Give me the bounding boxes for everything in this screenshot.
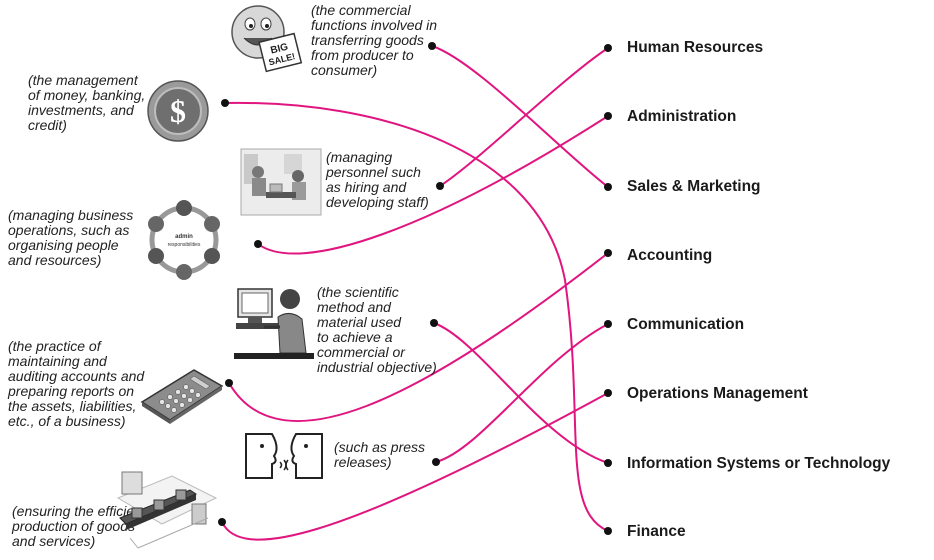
term-finance: Finance	[627, 523, 686, 540]
admin-cycle-icon: admin responsibilities	[134, 192, 234, 288]
dot-term-operations[interactable]	[604, 389, 612, 397]
connector-sales	[431, 45, 609, 188]
desc-it: (the scientific method and material used…	[317, 284, 437, 375]
dot-term-communication[interactable]	[604, 320, 612, 328]
term-human-resources: Human Resources	[627, 39, 764, 56]
calculator-icon	[136, 364, 226, 426]
term-administration: Administration	[627, 108, 737, 125]
term-information-systems: Information Systems or Technology	[627, 455, 891, 472]
dot-operations-desc[interactable]	[218, 518, 226, 526]
dot-sales-desc[interactable]	[428, 42, 436, 50]
svg-text:BIG: BIG	[269, 42, 289, 57]
dot-admin-desc[interactable]	[254, 240, 262, 248]
big-sale-smiley-icon: BIG SALE!	[224, 2, 304, 78]
two-faces-talking-icon	[242, 430, 326, 482]
dollar-coin-icon: $	[147, 80, 209, 142]
svg-text:admin: admin	[175, 234, 193, 240]
desc-finance: (the management of money, banking, inves…	[28, 72, 146, 133]
desc-hr: (managing personnel such as hiring and d…	[326, 149, 429, 210]
dot-term-accounting[interactable]	[604, 249, 612, 257]
computer-user-icon	[234, 283, 314, 363]
connector-communication	[435, 323, 609, 463]
term-operations-management: Operations Management	[627, 385, 808, 402]
dot-communication-desc[interactable]	[432, 458, 440, 466]
production-line-icon	[112, 468, 218, 558]
dot-finance-desc[interactable]	[221, 99, 229, 107]
term-communication: Communication	[627, 316, 745, 333]
connector-it	[433, 322, 609, 464]
dot-term-hr[interactable]	[604, 44, 612, 52]
desc-accounting: (the practice of maintaining and auditin…	[8, 338, 145, 429]
dot-term-sales[interactable]	[604, 183, 612, 191]
dot-accounting-desc[interactable]	[225, 379, 233, 387]
dot-hr-desc[interactable]	[436, 182, 444, 190]
dot-term-finance[interactable]	[604, 527, 612, 535]
dot-term-admin[interactable]	[604, 112, 612, 120]
term-accounting: Accounting	[627, 247, 713, 264]
connector-hr	[439, 47, 609, 187]
desc-communication: (such as press releases)	[334, 439, 426, 470]
desc-sales: (the commercial functions involved in tr…	[311, 2, 438, 78]
dot-term-it[interactable]	[604, 459, 612, 467]
desc-admin: (managing business operations, such as o…	[8, 207, 134, 268]
svg-text:responsibilities: responsibilities	[168, 242, 201, 248]
svg-text:$: $	[170, 93, 186, 129]
office-workers-icon	[240, 148, 322, 216]
dot-it-desc[interactable]	[430, 319, 438, 327]
term-sales-marketing: Sales & Marketing	[627, 178, 761, 195]
